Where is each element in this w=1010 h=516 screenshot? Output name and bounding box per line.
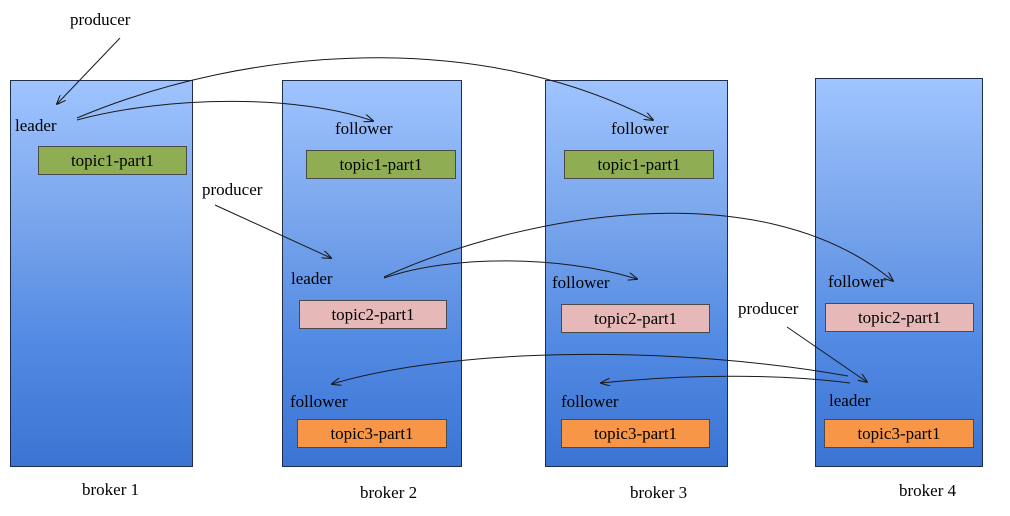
- broker-3-topic1-role: follower: [611, 119, 669, 138]
- broker-1-label: broker 1: [82, 480, 140, 499]
- broker-2-topic3-partition: topic3-part1: [297, 419, 447, 448]
- producer-label-1: producer: [70, 10, 131, 29]
- broker-3-topic2-partition: topic2-part1: [561, 304, 710, 333]
- broker-3-topic1-partition: topic1-part1: [564, 150, 714, 179]
- broker-3-topic3-role: follower: [561, 392, 619, 411]
- broker-1-topic1-role: leader: [15, 116, 57, 135]
- broker-1-topic1-partition: topic1-part1: [38, 146, 187, 175]
- broker-2-topic3-role: follower: [290, 392, 348, 411]
- broker-2-topic1-role: follower: [335, 119, 393, 138]
- broker-4-topic3-role: leader: [829, 391, 871, 410]
- broker-2-topic2-role: leader: [291, 269, 333, 288]
- producer-label-2: producer: [202, 180, 263, 199]
- broker-1-box: [10, 80, 193, 467]
- broker-4-topic2-partition: topic2-part1: [825, 303, 974, 332]
- broker-3-label: broker 3: [630, 483, 688, 502]
- broker-2-topic1-partition: topic1-part1: [306, 150, 456, 179]
- producer-label-3: producer: [738, 299, 799, 318]
- broker-3-topic2-role: follower: [552, 273, 610, 292]
- broker-4-topic3-partition: topic3-part1: [824, 419, 974, 448]
- broker-4-label: broker 4: [899, 481, 957, 500]
- broker-4-topic2-role: follower: [828, 272, 886, 291]
- broker-2-topic2-partition: topic2-part1: [299, 300, 447, 329]
- broker-3-topic3-partition: topic3-part1: [561, 419, 710, 448]
- broker-2-label: broker 2: [360, 483, 418, 502]
